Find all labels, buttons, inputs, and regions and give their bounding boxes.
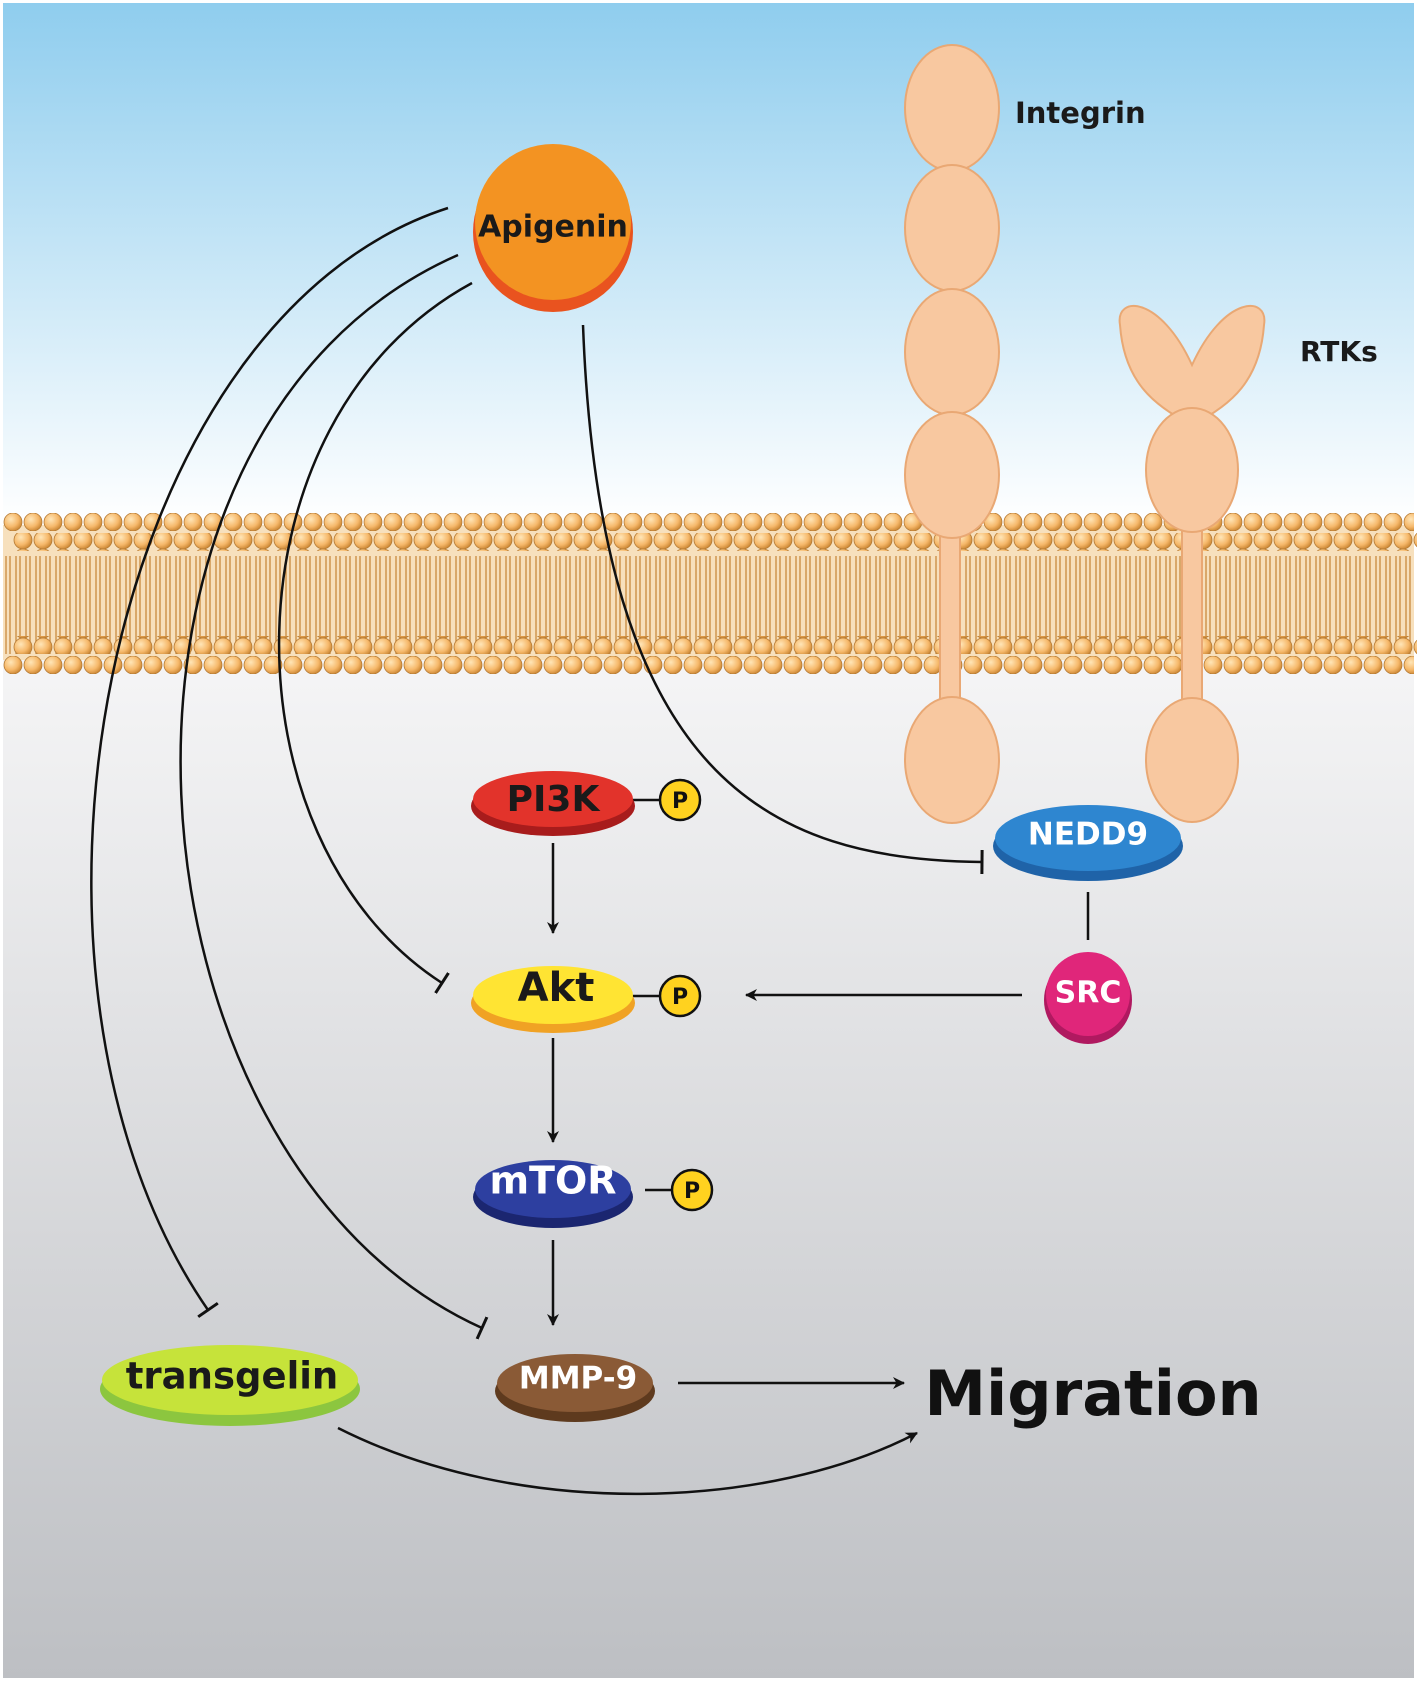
svg-text:P: P — [672, 789, 688, 814]
apigenin-node: Apigenin — [473, 144, 633, 312]
mtor-node: mTOR — [473, 1159, 633, 1228]
akt-node: Akt — [471, 965, 635, 1033]
mmp9-label: MMP-9 — [519, 1361, 637, 1397]
integrin-receptor — [904, 44, 1000, 824]
svg-text:P: P — [672, 985, 688, 1010]
mmp9-node: MMP-9 — [495, 1354, 655, 1422]
pi3k-phospho-badge: P — [658, 778, 702, 822]
mtor-label: mTOR — [489, 1159, 616, 1203]
akt-label: Akt — [518, 965, 595, 1011]
pi3k-label: PI3K — [507, 779, 601, 820]
transgelin-node: transgelin — [100, 1345, 360, 1426]
src-node: SRC — [1044, 952, 1132, 1044]
pi3k-node: PI3K — [471, 771, 635, 836]
rtks-label: RTKs — [1300, 335, 1378, 368]
edge-apigenin-akt — [277, 281, 473, 994]
rtk-receptor — [1118, 304, 1266, 823]
mtor-phospho-badge: P — [670, 1168, 714, 1212]
apigenin-label: Apigenin — [478, 210, 628, 245]
edge-apigenin-mmp9 — [179, 253, 489, 1340]
edge-transgelin-migration — [337, 1426, 918, 1496]
edge-apigenin-nedd9 — [581, 324, 984, 875]
akt-phospho-badge: P — [658, 974, 702, 1018]
phospho-links — [632, 798, 672, 1192]
src-label: SRC — [1055, 976, 1122, 1011]
edge-apigenin-transgelin — [90, 206, 449, 1319]
transgelin-label: transgelin — [126, 1355, 339, 1398]
nedd9-label: NEDD9 — [1028, 817, 1148, 853]
integrin-label: Integrin — [1015, 96, 1146, 130]
edges — [90, 206, 1090, 1496]
nedd9-node: NEDD9 — [993, 805, 1183, 881]
cytoplasm — [3, 660, 1414, 1678]
cell-membrane — [3, 513, 1417, 674]
svg-text:P: P — [684, 1179, 700, 1204]
migration-label: Migration — [924, 1357, 1261, 1430]
